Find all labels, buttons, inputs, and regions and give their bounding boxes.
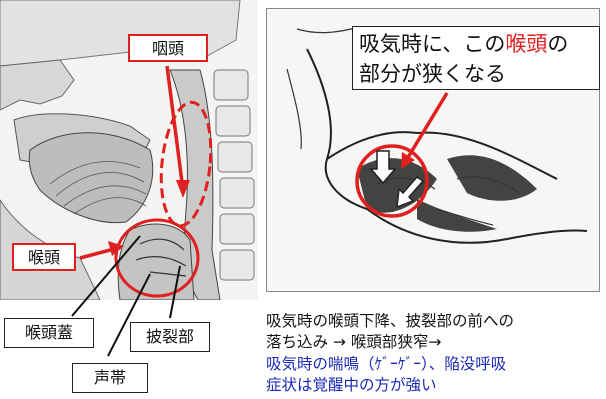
pharynx-label: 咽頭	[128, 34, 208, 62]
larynx-label: 喉頭	[12, 243, 76, 271]
callout-text-1: 吸気時に、この	[359, 32, 506, 56]
description-line-1: 吸気時の喉頭下降、披裂部の前への	[266, 312, 515, 330]
callout-box: 吸気時に、この喉頭の 部分が狭くなる	[352, 26, 600, 90]
arrow-icon	[369, 150, 425, 209]
pointer-lines	[71, 235, 181, 357]
arytenoid-label: 披裂部	[130, 322, 210, 352]
epiglottis-label: 喉頭蓋	[4, 318, 94, 348]
callout-line-2: 部分が狭くなる	[359, 62, 506, 86]
callout-line-1: 吸気時に、この喉頭の	[359, 29, 593, 59]
description-line-4: 症状は覚醒中の方が強い	[266, 376, 437, 394]
callout-highlight: 喉頭	[505, 32, 548, 56]
description-line-2: 落ち込み → 喉頭部狭窄→	[266, 333, 442, 351]
vocal-cords-label: 声帯	[72, 363, 148, 393]
callout-text-3: の	[547, 32, 569, 56]
description-line-3: 吸気時の喘鳴（ｹﾞｰｹﾞｰ）、陥没呼吸	[266, 355, 507, 373]
